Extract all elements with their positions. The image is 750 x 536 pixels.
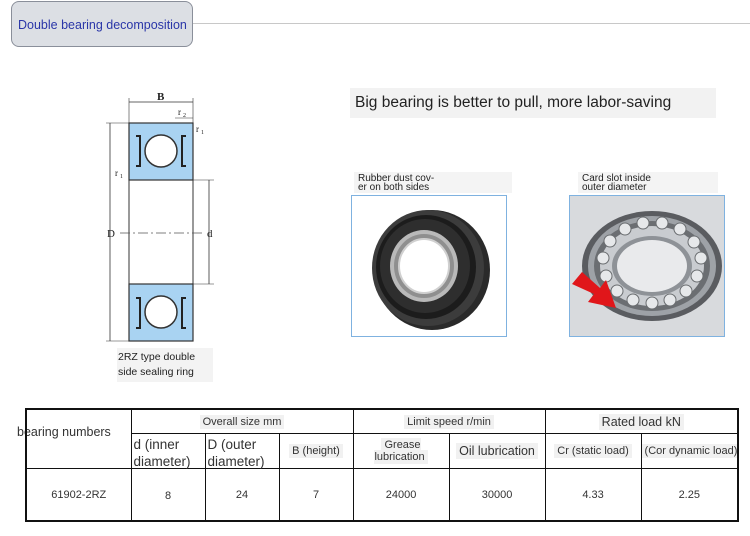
left-photo-caption: Rubber dust cov- er on both sides [354, 172, 512, 193]
svg-text:1: 1 [120, 174, 123, 180]
header-d-inner: d (inner diameter) [130, 433, 206, 469]
open-bearing-photo [569, 195, 725, 337]
cell-d: 8 [130, 468, 206, 522]
bearing-cross-section-drawing: B r 2 r 1 r 1 D d [106, 91, 214, 342]
sealed-bearing-photo [351, 195, 507, 337]
tab-label: Double bearing decomposition [18, 18, 187, 32]
headline-text: Big bearing is better to pull, more labo… [355, 94, 672, 111]
header-B-height: B (height) [278, 433, 354, 469]
drawing-caption: 2RZ type double side sealing ring [117, 348, 213, 382]
dim-B-label: B [157, 91, 165, 103]
svg-text:1: 1 [201, 130, 204, 136]
header-rated-load: Rated load kN [544, 408, 739, 434]
header-cr-static: Cr (static load) [544, 433, 642, 469]
header-oil-lubrication: Oil lubrication [448, 433, 546, 469]
table-row: 61902-2RZ 8 24 7 24000 30000 4.33 2.25 [25, 468, 739, 522]
svg-text:2: 2 [183, 113, 186, 119]
dim-r2-label: r [178, 107, 181, 117]
cell-B: 7 [278, 468, 354, 522]
cell-grease: 24000 [352, 468, 450, 522]
cell-oil: 30000 [448, 468, 546, 522]
header-grease-lubrication: Grease lubrication [352, 433, 450, 469]
cell-cr: 4.33 [544, 468, 642, 522]
tab-double-bearing-decomposition[interactable]: Double bearing decomposition [11, 1, 193, 47]
dim-D-label: D [107, 228, 115, 240]
dim-r1-label: r [196, 124, 199, 134]
right-photo-caption: Card slot inside outer diameter [578, 172, 718, 193]
tab-divider [193, 23, 750, 24]
header-cor-dynamic: (Cor dynamic load) [640, 433, 739, 469]
cell-cor: 2.25 [640, 468, 739, 522]
specification-table: Overall size mm Limit speed r/min Rated … [25, 408, 740, 522]
cell-model: 61902-2RZ [25, 468, 132, 522]
header-bearing-numbers-cell [25, 408, 132, 469]
header-limit-speed: Limit speed r/min [352, 408, 546, 434]
headline-banner: Big bearing is better to pull, more labo… [350, 88, 716, 118]
cell-D: 24 [204, 468, 280, 522]
header-D-outer: D (outer diameter) [204, 433, 280, 469]
dim-d-label: d [207, 228, 213, 240]
header-overall-size: Overall size mm [130, 408, 354, 434]
dim-r1-left-label: r [115, 168, 118, 178]
